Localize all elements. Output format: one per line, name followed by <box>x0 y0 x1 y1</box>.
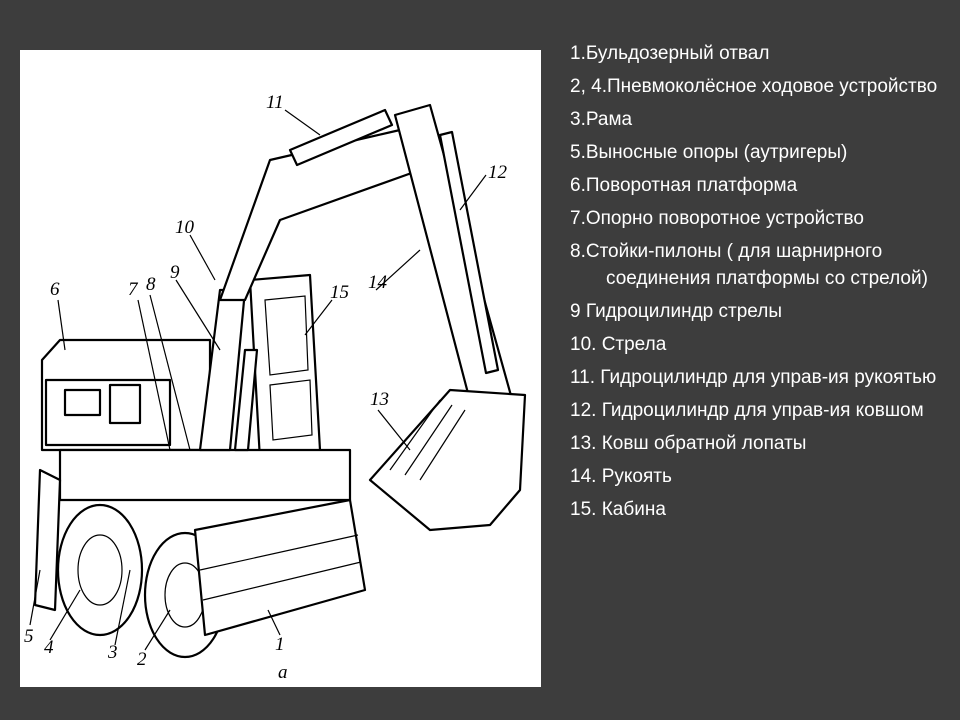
callout-2: 2 <box>137 649 147 670</box>
legend-item: 1.Бульдозерный отвал <box>570 43 770 64</box>
callout-4: 4 <box>44 637 54 658</box>
outrigger <box>33 468 62 612</box>
excavator-diagram-panel: 1 2 3 4 5 6 7 8 9 10 11 12 13 14 15 a <box>20 50 541 687</box>
callout-6: 6 <box>50 279 60 300</box>
callout-13: 13 <box>370 389 389 410</box>
boom-cylinder <box>233 348 259 452</box>
legend-item: 12. Гидроцилиндр для управ-ия ковшом <box>570 400 924 421</box>
rear-window <box>63 388 102 417</box>
legend-item: 14. Рукоять <box>570 466 672 487</box>
figure-caption: a <box>278 662 288 683</box>
callout-9: 9 <box>170 262 180 283</box>
legend-item: 15. Кабина <box>570 499 666 520</box>
excavator-drawing: 1 2 3 4 5 6 7 8 9 10 11 12 13 14 15 a <box>24 92 527 683</box>
bucket-cylinder <box>438 130 500 375</box>
legend-item: 8.Стойки-пилоны ( для шарнирного соедине… <box>570 241 928 289</box>
legend-item: 7.Опорно поворотное устройство <box>570 208 864 229</box>
callout-7: 7 <box>128 279 139 300</box>
callout-14: 14 <box>368 272 388 293</box>
callout-1: 1 <box>275 634 285 655</box>
callout-15: 15 <box>330 282 349 303</box>
legend-item: 13. Ковш обратной лопаты <box>570 433 807 454</box>
callout-5: 5 <box>24 626 34 647</box>
rear-wheel <box>56 503 144 637</box>
dozer-blade <box>193 498 367 637</box>
legend-item: 11. Гидроцилиндр для управ-ия рукоятью <box>570 367 937 388</box>
parts-legend: 1.Бульдозерный отвал 2, 4.Пневмоколёсное… <box>570 40 945 529</box>
callout-8: 8 <box>146 274 156 295</box>
arm-cylinder <box>288 108 394 167</box>
cab <box>248 273 322 462</box>
legend-item: 3.Рама <box>570 109 633 130</box>
callout-3: 3 <box>107 642 118 663</box>
legend-item: 6.Поворотная платформа <box>570 175 798 196</box>
rear-window <box>108 383 142 425</box>
legend-item: 2, 4.Пневмоколёсное ходовое устройство <box>570 76 938 97</box>
callout-10: 10 <box>175 217 195 238</box>
callout-12: 12 <box>488 162 508 183</box>
legend-item: 10. Стрела <box>570 334 667 355</box>
legend-item: 9 Гидроцилиндр стрелы <box>570 301 782 322</box>
legend-item: 5.Выносные опоры (аутригеры) <box>570 142 848 163</box>
callout-11: 11 <box>266 92 284 113</box>
frame <box>58 448 352 502</box>
bucket <box>368 388 527 532</box>
